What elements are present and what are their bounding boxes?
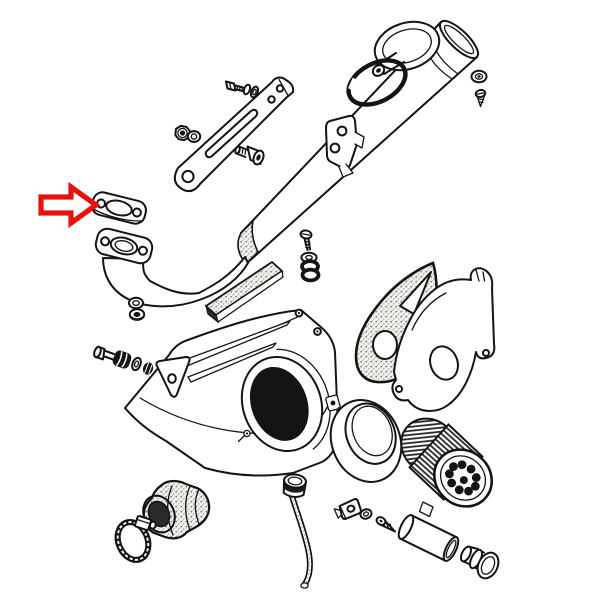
hex-bolt-with-washers: [225, 80, 260, 99]
small-washer-muffler: [470, 69, 488, 84]
socket-head-bolt: [234, 145, 265, 166]
muffler-end-baffle: [371, 20, 441, 77]
hanger-bracket-strap: [173, 76, 295, 193]
cable-clip: [333, 498, 362, 520]
muffler-joint-sleeve: [237, 218, 259, 266]
clip-washer: [359, 508, 373, 520]
mount-bolt-with-rubber-bushing: [93, 345, 154, 375]
air-filter-element: [400, 417, 493, 518]
case-side-cover: [391, 267, 496, 412]
exhaust-header-pipe-with-flange: [94, 227, 249, 308]
tapping-screw: [375, 516, 396, 533]
highlight-arrow-icon: [38, 181, 101, 229]
screw-washer-grommet-stack: [299, 229, 321, 283]
case-opening: [240, 348, 331, 453]
baffle-o-ring: [346, 58, 408, 107]
washer-and-nut-stack: [128, 296, 146, 321]
exhaust-flange-gasket: [91, 191, 147, 225]
air-cleaner-case: [124, 308, 345, 477]
small-screw-muffler: [474, 88, 487, 108]
sealing-strip: [204, 260, 284, 324]
end-plug: [459, 545, 500, 580]
intake-ring: [329, 399, 403, 483]
muffler-mount-plate: [325, 114, 365, 178]
nut-and-washer-pair: [174, 124, 202, 143]
connector-tube: [397, 514, 460, 562]
filter-end-cap: [433, 448, 493, 508]
drain-tube-with-cap: [282, 473, 313, 589]
